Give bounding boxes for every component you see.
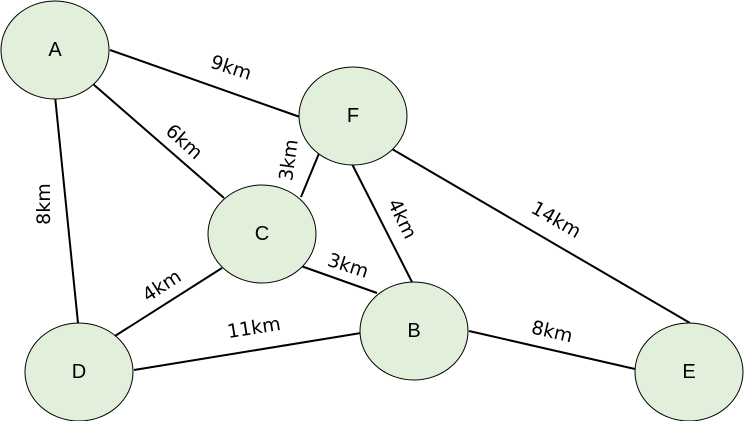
node-b-circle <box>359 281 469 381</box>
node-d-circle <box>24 322 134 421</box>
edge-d-b-line <box>133 332 362 371</box>
edge-c-b-line <box>300 265 378 294</box>
edge-a-c: 6km <box>92 83 225 199</box>
edge-a-d-label: 8km <box>33 183 55 225</box>
node-a-circle <box>0 0 110 100</box>
node-c-label: C <box>255 223 269 245</box>
edge-b-e: 8km <box>468 317 636 370</box>
edge-a-c-line <box>92 83 225 199</box>
edge-a-c-label: 6km <box>161 120 207 164</box>
edge-c-d-label: 4km <box>139 265 186 306</box>
edge-a-f-line <box>109 49 301 118</box>
edge-c-b: 3km <box>300 249 378 294</box>
node-a: A <box>0 0 110 100</box>
edge-f-c-label: 3km <box>275 138 303 182</box>
node-d: D <box>24 322 134 421</box>
node-e-circle <box>634 322 744 421</box>
node-a-label: A <box>48 39 62 61</box>
edge-a-f-label: 9km <box>208 51 254 85</box>
edge-a-d: 8km <box>33 95 79 324</box>
edge-d-b: 11km <box>133 313 362 371</box>
edge-f-c-line <box>300 150 321 198</box>
node-c-circle <box>207 184 317 284</box>
edge-a-d-line <box>54 95 79 324</box>
node-f-label: F <box>347 105 359 127</box>
edge-b-e-line <box>468 330 636 370</box>
node-b-label: B <box>407 320 420 342</box>
edge-d-b-label: 11km <box>226 313 282 343</box>
edge-a-f: 9km <box>109 49 301 118</box>
edge-f-b-line <box>351 163 414 285</box>
edge-f-e-line <box>391 148 691 324</box>
node-f-circle <box>298 66 408 166</box>
node-e-label: E <box>682 361 695 383</box>
node-e: E <box>634 322 744 421</box>
node-b: B <box>359 281 469 381</box>
edge-c-d: 4km <box>114 265 223 337</box>
node-c: C <box>207 184 317 284</box>
node-d-label: D <box>72 361 86 383</box>
edge-f-e-label: 14km <box>527 197 585 243</box>
edge-c-d-line <box>114 267 223 337</box>
edge-b-e-label: 8km <box>529 317 574 348</box>
node-f: F <box>298 66 408 166</box>
